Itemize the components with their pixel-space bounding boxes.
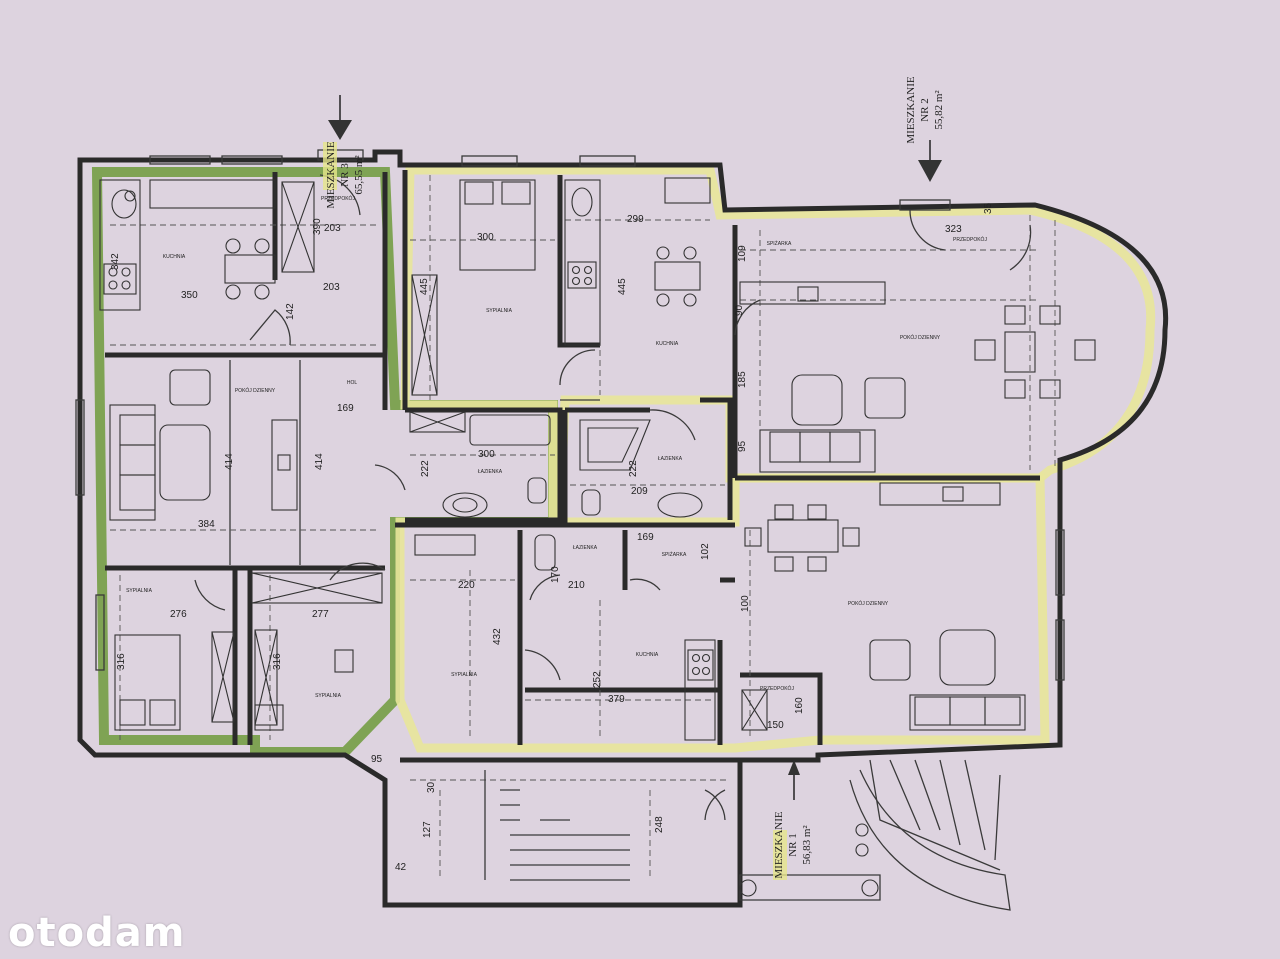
apartment-1-highlight: [395, 473, 1050, 753]
svg-text:POKÓJ DZIENNY: POKÓJ DZIENNY: [848, 600, 889, 607]
svg-text:95: 95: [371, 754, 383, 765]
svg-text:109: 109: [737, 245, 748, 262]
svg-text:NR 3: NR 3: [339, 163, 351, 187]
svg-text:277: 277: [312, 609, 329, 620]
svg-text:NR 1: NR 1: [787, 833, 799, 857]
svg-text:142: 142: [285, 303, 296, 320]
apartment-2-highlight: [400, 165, 1156, 525]
svg-text:HOL: HOL: [347, 380, 358, 386]
svg-text:432: 432: [492, 628, 503, 645]
svg-text:210: 210: [568, 580, 585, 591]
dimension-labels: 342 350 390 203 203 142 300 445 299 445 …: [110, 202, 994, 873]
svg-text:SYPIALNIA: SYPIALNIA: [486, 308, 513, 314]
svg-text:299: 299: [627, 214, 644, 225]
svg-text:MIESZKANIE: MIESZKANIE: [905, 76, 917, 143]
svg-text:222: 222: [628, 460, 639, 477]
svg-text:KUCHNIA: KUCHNIA: [636, 652, 659, 658]
svg-text:150: 150: [767, 720, 784, 731]
svg-text:300: 300: [477, 232, 494, 243]
svg-text:316: 316: [272, 653, 283, 670]
svg-text:NR 2: NR 2: [919, 98, 931, 122]
svg-text:350: 350: [181, 290, 198, 301]
svg-text:222: 222: [420, 460, 431, 477]
svg-text:55,82 m²: 55,82 m²: [933, 90, 945, 130]
svg-text:PRZEDPOKÓJ: PRZEDPOKÓJ: [953, 236, 987, 243]
svg-text:35: 35: [983, 202, 994, 214]
svg-text:MIESZKANIE: MIESZKANIE: [325, 141, 337, 208]
svg-text:276: 276: [170, 609, 187, 620]
svg-text:65,55 m²: 65,55 m²: [353, 155, 365, 195]
dimension-guides: [110, 175, 1056, 880]
svg-text:220: 220: [458, 580, 475, 591]
furniture: [99, 177, 1096, 911]
svg-text:SPIŻARKA: SPIŻARKA: [767, 240, 792, 247]
svg-text:445: 445: [419, 278, 430, 295]
svg-text:384: 384: [198, 519, 215, 530]
svg-text:KUCHNIA: KUCHNIA: [163, 254, 186, 260]
svg-text:300: 300: [478, 449, 495, 460]
svg-text:248: 248: [654, 816, 665, 833]
room-labels: KUCHNIA PRZEDPOKÓJ POKÓJ DZIENNY HOL SYP…: [126, 195, 987, 699]
svg-text:185: 185: [737, 371, 748, 388]
svg-text:100: 100: [740, 595, 751, 612]
svg-text:252: 252: [592, 671, 603, 688]
svg-text:102: 102: [700, 543, 711, 560]
svg-text:323: 323: [945, 224, 962, 235]
apartment-3-highlight: [91, 167, 558, 757]
apartment-label-1: MIESZKANIE NR 1 56,83 m²: [773, 811, 813, 880]
svg-text:56,83 m²: 56,83 m²: [801, 825, 813, 865]
svg-text:379: 379: [608, 694, 625, 705]
svg-text:SYPIALNIA: SYPIALNIA: [451, 672, 478, 678]
svg-text:390: 390: [312, 218, 323, 235]
apartment-label-2: MIESZKANIE NR 2 55,82 m²: [905, 76, 945, 143]
svg-text:414: 414: [224, 453, 235, 470]
svg-text:169: 169: [337, 403, 354, 414]
interior-walls: [105, 170, 1040, 763]
svg-text:SYPIALNIA: SYPIALNIA: [126, 588, 153, 594]
svg-text:ŁAZIENKA: ŁAZIENKA: [573, 545, 598, 551]
svg-text:316: 316: [116, 653, 127, 670]
svg-text:PRZEDPOKÓJ: PRZEDPOKÓJ: [321, 195, 355, 202]
apartment-label-3: MIESZKANIE NR 3 65,55 m²: [323, 141, 365, 209]
doors: [194, 174, 1032, 821]
otodam-logo: otodam: [8, 910, 186, 956]
svg-text:342: 342: [110, 253, 121, 270]
svg-text:SYPIALNIA: SYPIALNIA: [315, 693, 342, 699]
svg-text:42: 42: [395, 862, 407, 873]
svg-text:445: 445: [617, 278, 628, 295]
svg-text:MIESZKANIE: MIESZKANIE: [773, 811, 785, 878]
svg-text:203: 203: [323, 282, 340, 293]
windows: [75, 149, 1065, 681]
svg-text:30: 30: [426, 781, 437, 793]
svg-text:169: 169: [637, 532, 654, 543]
svg-text:127: 127: [422, 821, 433, 838]
svg-text:POKÓJ DZIENNY: POKÓJ DZIENNY: [900, 334, 941, 341]
svg-text:414: 414: [314, 453, 325, 470]
svg-text:KUCHNIA: KUCHNIA: [656, 341, 679, 347]
svg-text:95: 95: [737, 440, 748, 452]
svg-text:PRZEDPOKÓJ: PRZEDPOKÓJ: [760, 685, 794, 692]
svg-text:160: 160: [794, 697, 805, 714]
outer-wall: [77, 149, 1169, 908]
svg-text:209: 209: [631, 486, 648, 497]
svg-text:170: 170: [550, 566, 561, 583]
svg-text:90: 90: [734, 304, 745, 316]
entry-arrows: [328, 95, 942, 800]
svg-text:SPIŻARKA: SPIŻARKA: [662, 551, 687, 558]
svg-text:ŁAZIENKA: ŁAZIENKA: [478, 469, 503, 475]
svg-text:203: 203: [324, 223, 341, 234]
svg-text:POKÓJ DZIENNY: POKÓJ DZIENNY: [235, 387, 276, 394]
svg-text:ŁAZIENKA: ŁAZIENKA: [658, 456, 683, 462]
